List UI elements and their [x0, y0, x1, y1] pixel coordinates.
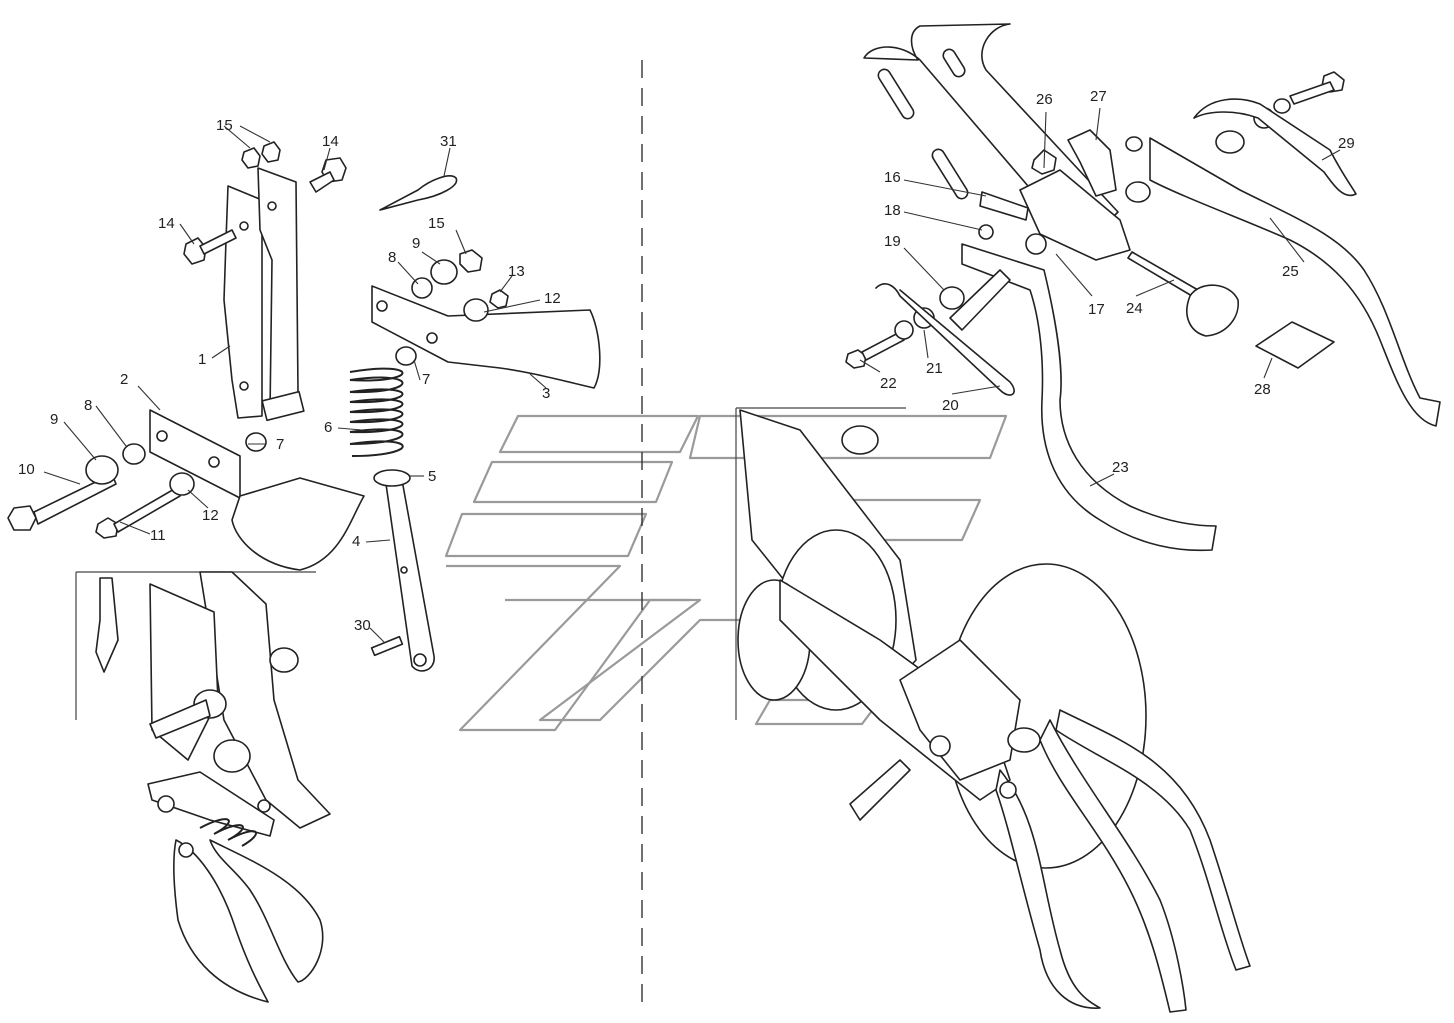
watermark-logo [444, 414, 1008, 732]
callout-11: 11 [150, 527, 166, 544]
callout-1: 1 [198, 351, 206, 368]
callout-28: 28 [1254, 381, 1271, 398]
callout-29: 29 [1338, 135, 1355, 152]
callout-25: 25 [1282, 263, 1299, 280]
callout-23: 23 [1112, 459, 1129, 476]
callout-26: 26 [1036, 91, 1053, 108]
left-fasteners [7, 141, 509, 657]
left-exploded-assembly [7, 141, 601, 1003]
callout-27: 27 [1090, 88, 1107, 105]
callout-10: 10 [18, 461, 35, 478]
part-24-knob [1186, 284, 1239, 337]
callout-6: 6 [324, 419, 332, 436]
part-2-foot-plate [149, 409, 241, 499]
callout-7-a: 7 [422, 371, 430, 388]
part-5-spring-washer [373, 469, 411, 487]
part-27-bracket [1067, 129, 1117, 197]
callout-16: 16 [884, 169, 901, 186]
callout-9-a: 9 [412, 235, 420, 252]
callout-30: 30 [354, 617, 371, 634]
callout-14-a: 14 [322, 133, 339, 150]
part-16-plate [979, 191, 1029, 221]
callout-15-b: 15 [428, 215, 445, 232]
callout-14-b: 14 [158, 215, 175, 232]
right-fasteners [845, 71, 1357, 396]
leader-lines [43, 107, 1341, 643]
callout-5: 5 [428, 468, 436, 485]
callout-22: 22 [880, 375, 897, 392]
callout-12-b: 12 [202, 507, 219, 524]
callout-31: 31 [440, 133, 457, 150]
part-1-inner-plate [257, 167, 299, 413]
callout-13: 13 [508, 263, 525, 280]
callout-21: 21 [926, 360, 943, 377]
callout-7-b: 7 [276, 436, 284, 453]
right-exploded-assembly [735, 23, 1441, 1013]
part-28-clip [1255, 321, 1335, 369]
callout-3: 3 [542, 385, 550, 402]
callout-8-b: 8 [84, 397, 92, 414]
callout-8-a: 8 [388, 249, 396, 266]
part-23-blade [961, 243, 1217, 552]
part-2-foot-shoe [231, 477, 365, 571]
callout-9-b: 9 [50, 411, 58, 428]
part-4-link [385, 479, 435, 672]
part-6-spring [349, 367, 404, 457]
part-3-shoe-arm [371, 285, 601, 389]
left-assembled-detail [75, 571, 331, 1003]
callout-15-a: 15 [216, 117, 233, 134]
callout-19: 19 [884, 233, 901, 250]
right-assembled-unit [735, 407, 1251, 1013]
callout-12-a: 12 [544, 290, 561, 307]
callout-20: 20 [942, 397, 959, 414]
callout-4: 4 [352, 533, 360, 550]
part-25-blade [1149, 137, 1441, 427]
callout-18: 18 [884, 202, 901, 219]
callout-2: 2 [120, 371, 128, 388]
callout-17: 17 [1088, 301, 1105, 318]
callout-24: 24 [1126, 300, 1143, 317]
callout-labels: 15 14 31 14 15 9 8 13 12 1 7 3 2 8 9 6 7… [18, 88, 1355, 634]
